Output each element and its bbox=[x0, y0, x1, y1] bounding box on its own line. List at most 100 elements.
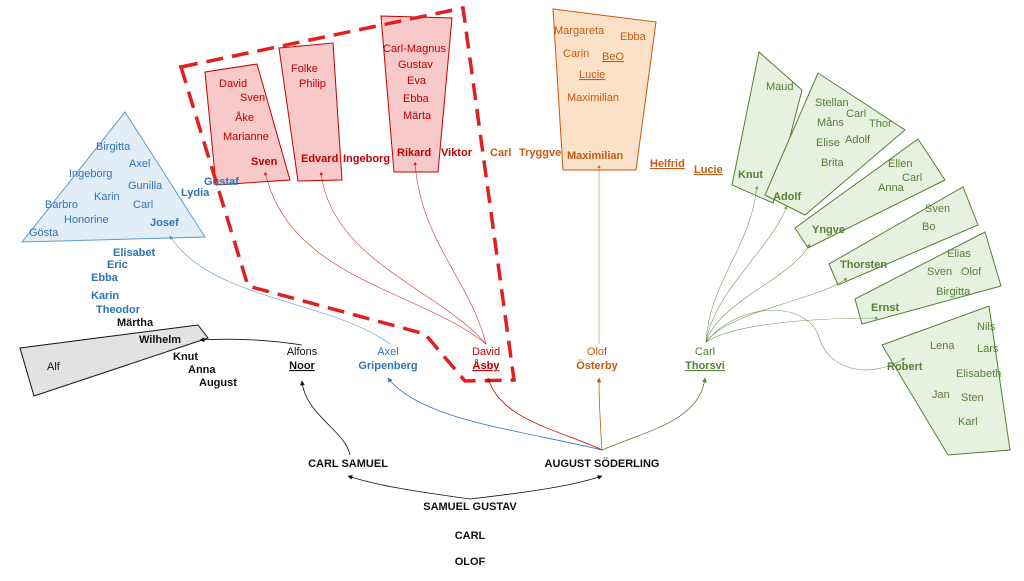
adolf-child-carl: Carl bbox=[846, 108, 866, 120]
edvard-child-folke: Folke bbox=[291, 63, 318, 75]
osterby-child-tryggve: Tryggve bbox=[519, 147, 561, 159]
gripenberg-child-karin: Karin bbox=[91, 290, 119, 302]
thorsvi-child-ernst: Ernst bbox=[871, 302, 899, 314]
knut-family-box bbox=[731, 51, 803, 204]
thorsvi-child-thorsten: Thorsten bbox=[840, 259, 887, 271]
osterby-child-lucie: Lucie bbox=[694, 164, 723, 176]
thorsten-family-box bbox=[828, 186, 979, 286]
gripenberg-grandchild-ingeborg: Ingeborg bbox=[69, 168, 112, 180]
gripenberg-grandchild-honorine: Honorine bbox=[64, 214, 109, 226]
gripenberg-group-shape bbox=[20, 111, 206, 243]
connector-august-to-thorsvi bbox=[601, 377, 707, 451]
gripenberg-grandchild-karin: Karin bbox=[94, 191, 120, 203]
rikard-child-carl-magnus: Carl-Magnus bbox=[383, 43, 446, 55]
connector-noor-to-wilhelm bbox=[199, 337, 303, 346]
noor-child-knut: Knut bbox=[173, 351, 198, 363]
gripenberg-child-theodor: Theodor bbox=[96, 304, 141, 316]
thorsvi-family-name: Thorsvi bbox=[685, 360, 725, 372]
thorsten-child-sven: Sven bbox=[925, 203, 950, 215]
maximilian-child-margareta: Margareta bbox=[554, 25, 605, 37]
yngve-child-carl: Carl bbox=[902, 172, 922, 184]
gripenberg-family-name: Gripenberg bbox=[358, 360, 417, 372]
maximilian-child-carin: Carin bbox=[563, 48, 589, 60]
noor-first-name: Alfons bbox=[287, 346, 318, 358]
thorsvi-child-knut: Knut bbox=[738, 169, 763, 181]
asby-highlight-outline bbox=[178, 5, 517, 383]
sven-child-david: David bbox=[219, 78, 247, 90]
asby-child-sven: Sven bbox=[251, 156, 278, 168]
adolf-child-thor: Thor bbox=[869, 118, 892, 130]
adolf-child-adolf: Adolf bbox=[845, 134, 871, 146]
connector-gripenberg-to-josef bbox=[169, 235, 391, 345]
adolf-child-elise: Elise bbox=[816, 137, 840, 149]
robert-child-nils: Nils bbox=[977, 321, 996, 333]
gripenberg-first-name: Axel bbox=[377, 346, 398, 358]
ernst-child-olof: Olof bbox=[961, 266, 982, 278]
osterby-child-carl: Carl bbox=[490, 147, 511, 159]
gripenberg-grandchild-gosta: Gösta bbox=[29, 227, 59, 239]
gripenberg-grandchild-axel: Axel bbox=[129, 158, 150, 170]
ernst-child-birgitta: Birgitta bbox=[936, 286, 971, 298]
noor-group-shape bbox=[19, 324, 209, 397]
thorsvi-child-adolf: Adolf bbox=[773, 191, 801, 203]
osterby-family-name: Österby bbox=[576, 359, 618, 372]
rikard-child-ebba: Ebba bbox=[403, 93, 430, 105]
connector-august-to-asby bbox=[486, 377, 603, 451]
osterby-first-name: Olof bbox=[587, 346, 608, 358]
adolf-child-stellan: Stellan bbox=[815, 97, 849, 109]
noor-grandchild-alf: Alf bbox=[47, 361, 61, 373]
ancestor-carl: CARL bbox=[455, 530, 486, 542]
sven-child-sven: Sven bbox=[240, 92, 265, 104]
connector-asby-to-edvard bbox=[319, 171, 487, 345]
noor-child-martha: Märtha bbox=[117, 317, 154, 329]
rikard-child-eva: Eva bbox=[407, 75, 427, 87]
ancestor-samuel-gustav: SAMUEL GUSTAV bbox=[423, 501, 517, 513]
gripenberg-grandchild-carl: Carl bbox=[133, 199, 153, 211]
connector-august-to-osterby bbox=[596, 377, 603, 451]
rikard-family-box bbox=[380, 15, 453, 173]
noor-child-wilhelm: Wilhelm bbox=[139, 334, 181, 346]
gripenberg-grandchild-gunilla: Gunilla bbox=[128, 180, 163, 192]
noor-child-anna: Anna bbox=[188, 364, 216, 376]
connector-carl-samuel-to-noor bbox=[299, 380, 351, 456]
thorsvi-child-yngve: Yngve bbox=[812, 224, 845, 236]
asby-child-viktor: Viktor bbox=[441, 147, 473, 159]
osterby-child-helfrid: Helfrid bbox=[650, 158, 685, 170]
thorsten-child-bo: Bo bbox=[922, 221, 935, 233]
noor-family-name: Noor bbox=[289, 360, 315, 372]
connector-thorsvi-to-yngve bbox=[705, 243, 811, 343]
sven-family-box bbox=[204, 63, 291, 186]
maximilian-child-beo: BeO bbox=[602, 51, 624, 63]
rikard-child-marta: Märta bbox=[403, 110, 432, 122]
robert-child-karl: Karl bbox=[958, 416, 978, 428]
osterby-child-maximilian: Maximilian bbox=[567, 150, 624, 162]
thorsvi-child-robert: Robert bbox=[887, 361, 923, 373]
gripenberg-child-gustaf: Gustaf bbox=[204, 176, 239, 188]
connector-august-to-gripenberg bbox=[387, 377, 603, 451]
robert-child-lars: Lars bbox=[977, 343, 999, 355]
sven-child-ake: Åke bbox=[235, 111, 254, 124]
asby-child-ingeborg: Ingeborg bbox=[343, 153, 390, 165]
gripenberg-child-ebba: Ebba bbox=[91, 272, 119, 284]
rikard-child-gustav: Gustav bbox=[398, 59, 433, 71]
robert-family-box bbox=[881, 305, 1011, 456]
connector-root-to-carl-samuel bbox=[347, 475, 471, 500]
ancestor-olof: OLOF bbox=[455, 556, 486, 568]
edvard-family-box bbox=[278, 42, 343, 182]
maximilian-child-maximilian: Maximilian bbox=[567, 92, 619, 104]
ancestor-carl-samuel: CARL SAMUEL bbox=[308, 458, 388, 470]
robert-child-elisabeth: Elisabeth bbox=[956, 368, 1001, 380]
knut-child-maud: Maud bbox=[766, 81, 794, 93]
robert-child-lena: Lena bbox=[930, 340, 955, 352]
asby-child-edvard: Edvard bbox=[301, 153, 338, 165]
edvard-child-philip: Philip bbox=[299, 78, 326, 90]
connector-asby-to-sven bbox=[263, 171, 487, 345]
osterby-family-box bbox=[552, 8, 657, 171]
gripenberg-child-lydia: Lydia bbox=[181, 187, 210, 199]
adolf-child-mans: Måns bbox=[817, 117, 844, 129]
sven-child-marianne: Marianne bbox=[223, 131, 269, 143]
robert-child-sten: Sten bbox=[961, 392, 984, 404]
yngve-child-ellen: Ellen bbox=[888, 158, 912, 170]
connector-root-to-august bbox=[469, 475, 603, 500]
